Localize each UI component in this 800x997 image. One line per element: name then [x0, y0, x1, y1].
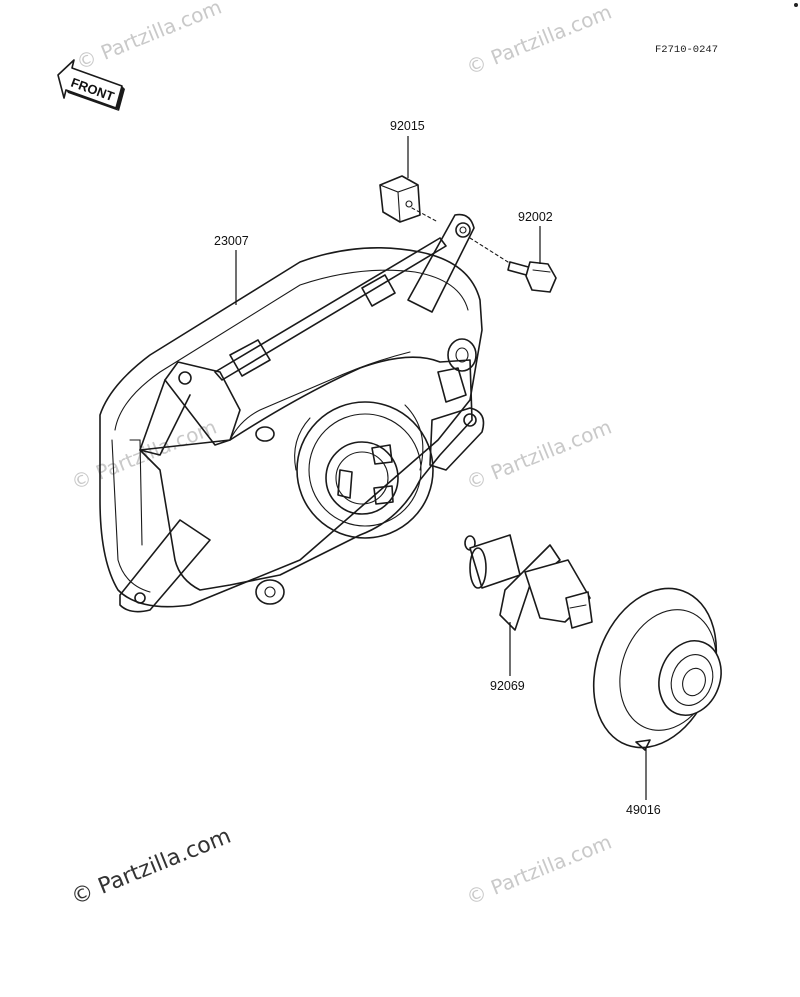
part-label-bolt: 92002	[518, 210, 553, 224]
watermark: © Partzilla.com	[463, 830, 615, 910]
watermark-main: © Partzilla.com	[68, 824, 235, 911]
watermark-layer: © Partzilla.com © Partzilla.com © Partzi…	[68, 0, 615, 910]
part-label-clip: 92015	[390, 119, 425, 133]
bolt-part	[469, 237, 557, 293]
watermark: © Partzilla.com	[463, 0, 615, 80]
clip-part	[379, 175, 439, 223]
part-label-headlight-unit: 23007	[214, 234, 249, 248]
bulb-part	[464, 534, 593, 631]
leader-lines	[235, 136, 647, 800]
dust-cap-part	[592, 587, 722, 751]
headlight-unit	[99, 213, 485, 613]
diagram-code: F2710-0247	[655, 44, 718, 56]
front-arrow-icon: FRONT	[57, 59, 125, 111]
watermark: © Partzilla.com	[73, 0, 225, 75]
watermark: © Partzilla.com	[463, 415, 615, 495]
part-label-bulb: 92069	[490, 679, 525, 693]
corner-dot	[794, 3, 798, 7]
part-label-cap: 49016	[626, 803, 661, 817]
part-labels: 92015 92002 23007 92069 49016	[214, 119, 661, 817]
